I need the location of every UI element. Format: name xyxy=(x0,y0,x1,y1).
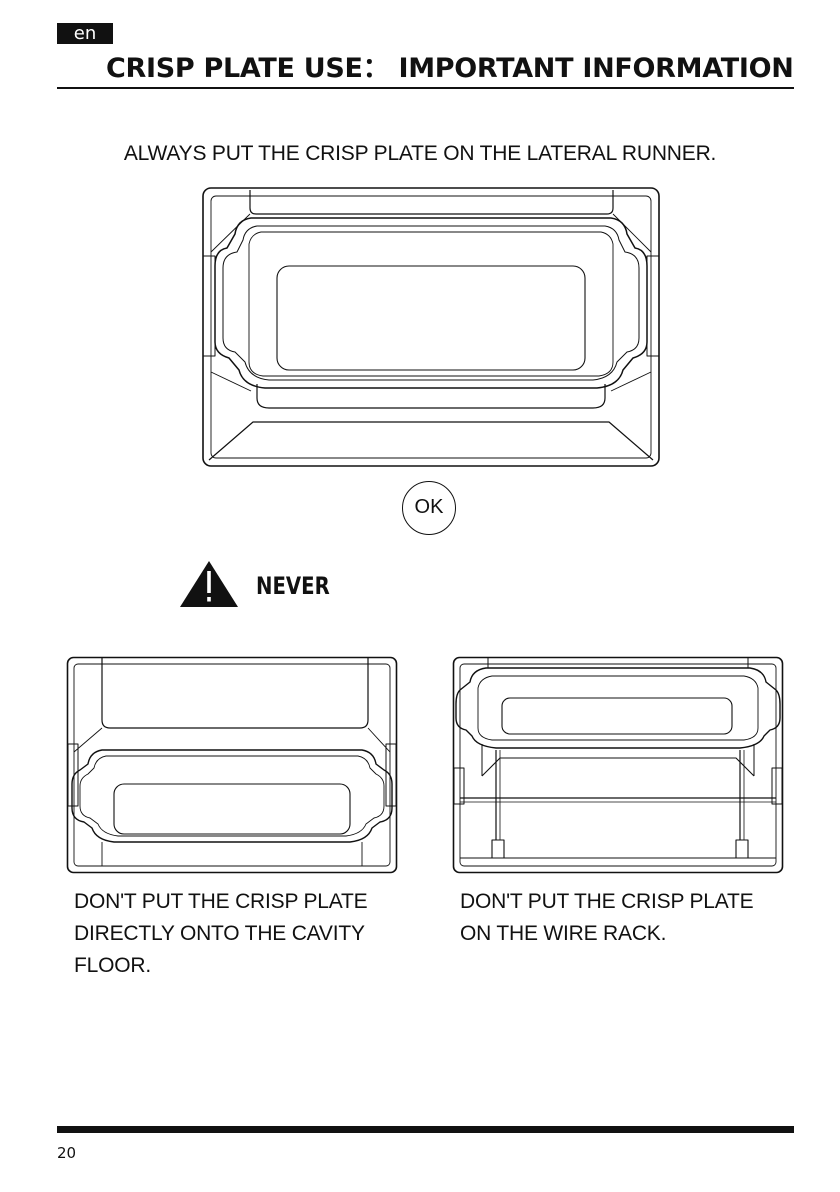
caption-line: ON THE WIRE RACK. xyxy=(460,918,753,950)
instruction-text: ALWAYS PUT THE CRISP PLATE ON THE LATERA… xyxy=(0,142,840,166)
never-label: NEVER xyxy=(256,572,330,600)
caption-cavity-floor: DON'T PUT THE CRISP PLATE DIRECTLY ONTO … xyxy=(74,886,367,982)
crisp-plate-on-wire-rack-illustration xyxy=(452,656,784,874)
footer-divider xyxy=(57,1126,794,1133)
page-number: 20 xyxy=(57,1144,76,1162)
caption-line: DON'T PUT THE CRISP PLATE xyxy=(74,886,367,918)
crisp-plate-on-floor-illustration xyxy=(66,656,398,874)
caption-line: DON'T PUT THE CRISP PLATE xyxy=(460,886,753,918)
caption-wire-rack: DON'T PUT THE CRISP PLATE ON THE WIRE RA… xyxy=(460,886,753,950)
ok-badge: OK xyxy=(402,481,456,535)
crisp-plate-correct-illustration xyxy=(201,186,661,468)
page-title: CRISP PLATE USE： IMPORTANT INFORMATION xyxy=(106,46,794,85)
title-divider xyxy=(57,87,794,89)
caption-line: FLOOR. xyxy=(74,950,367,982)
warning-triangle-icon xyxy=(179,560,239,608)
language-badge: en xyxy=(57,23,113,44)
caption-line: DIRECTLY ONTO THE CAVITY xyxy=(74,918,367,950)
